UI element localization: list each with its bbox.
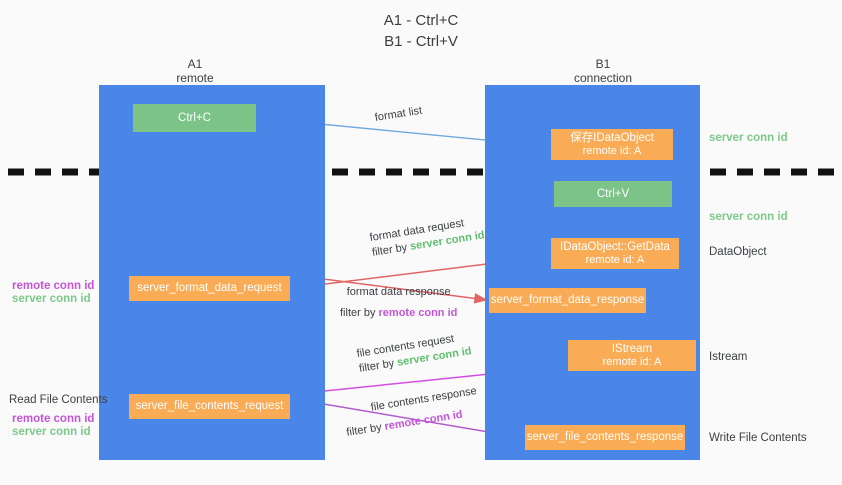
label-bottom-server-conn-id: server conn id xyxy=(12,426,91,438)
box-getdata-label: IDataObject::GetData xyxy=(560,240,670,253)
box-server-format-data-request[interactable]: server_format_data_request xyxy=(129,276,290,301)
box-server-file-contents-request-label: server_file_contents_request xyxy=(135,400,284,412)
arrow-format-data-response xyxy=(299,275,488,304)
box-server-file-contents-response[interactable]: server_file_contents_response xyxy=(525,425,685,450)
box-ctrl-v[interactable]: Ctrl+V xyxy=(554,181,672,207)
label-istream: Istream xyxy=(709,351,748,363)
label-server-conn-id-1: server conn id xyxy=(709,132,788,144)
edge-format-data-response-filter-value: remote conn id xyxy=(378,307,458,319)
box-istream-label: IStream xyxy=(611,342,653,355)
box-ctrl-v-label: Ctrl+V xyxy=(596,187,630,200)
label-mid-remote-conn-id: remote conn id xyxy=(12,280,95,292)
edge-format-data-response-line1: format data response xyxy=(346,286,451,298)
box-istream-sub: remote id: A xyxy=(602,355,662,368)
box-server-format-data-response-label: server_format_data_response xyxy=(490,294,645,306)
label-read-file-contents: Read File Contents xyxy=(9,394,108,406)
box-save-idataobject-sub: remote id: A xyxy=(582,144,642,157)
box-server-file-contents-response-label: server_file_contents_response xyxy=(526,431,684,443)
label-write-file-contents: Write File Contents xyxy=(709,432,807,444)
column-header-b1: B1 connection xyxy=(573,57,633,85)
column-header-a1: A1 remote xyxy=(176,57,214,85)
label-server-conn-id-2: server conn id xyxy=(709,211,788,223)
edge-label-format-data-response: format data response filter by remote co… xyxy=(340,285,457,321)
edge-format-data-response-filter-prefix: filter by xyxy=(340,307,379,319)
box-ctrl-c[interactable]: Ctrl+C xyxy=(133,104,256,132)
label-mid-server-conn-id: server conn id xyxy=(12,293,91,305)
box-getdata[interactable]: IDataObject::GetData remote id: A xyxy=(551,238,679,269)
label-bottom-remote-conn-id: remote conn id xyxy=(12,413,95,425)
box-istream[interactable]: IStream remote id: A xyxy=(568,340,696,371)
box-ctrl-c-label: Ctrl+C xyxy=(178,111,211,124)
label-data-object: DataObject xyxy=(709,246,767,258)
page-title: A1 - Ctrl+C B1 - Ctrl+V xyxy=(383,12,459,50)
box-server-file-contents-request[interactable]: server_file_contents_request xyxy=(129,394,290,419)
box-getdata-sub: remote id: A xyxy=(585,253,645,266)
box-server-format-data-request-label: server_format_data_request xyxy=(137,282,282,294)
box-server-format-data-response[interactable]: server_format_data_response xyxy=(489,288,646,313)
box-save-idataobject-label: 保存IDataObject xyxy=(570,131,654,144)
box-save-idataobject[interactable]: 保存IDataObject remote id: A xyxy=(551,129,673,160)
